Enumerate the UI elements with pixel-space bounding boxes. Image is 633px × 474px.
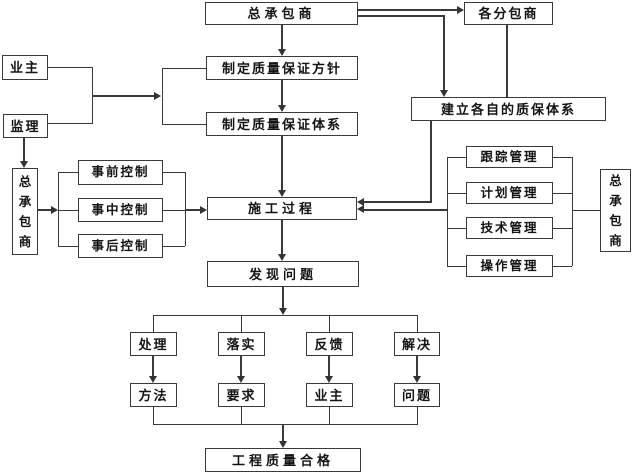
bracket-to-plan [447, 193, 466, 194]
connector-qa-to-process [363, 201, 432, 203]
bracket-to-operation [447, 266, 466, 267]
node-implement: 落实 [218, 332, 265, 356]
connector-gc-to-qa-vertical [443, 15, 445, 91]
connector-gc-to-subcontractors [358, 9, 458, 11]
node-tracking-management: 跟踪管理 [466, 146, 553, 168]
connector-problem-to-branch [282, 287, 284, 310]
connector-operation-right [553, 266, 572, 267]
arrowhead-down [278, 49, 286, 56]
node-owner-bottom: 业主 [306, 383, 353, 407]
connector-management-to-process [363, 209, 447, 211]
connector-gc-to-qa-horizontal [358, 15, 445, 17]
arrowhead-right [200, 206, 207, 214]
collector-line [153, 424, 418, 425]
arrowhead-down [325, 376, 333, 383]
drop-to-handle [153, 315, 154, 332]
connector-policy-to-system [281, 80, 283, 107]
arrowhead-down [278, 254, 286, 261]
bracket-controls-left [58, 172, 59, 246]
connector-post-control-right [163, 246, 185, 247]
connector-tracking-right [553, 157, 572, 158]
arrowhead-right [51, 206, 58, 214]
arrowhead-left [357, 205, 364, 213]
arrowhead-down [20, 161, 28, 168]
connector-qa-system-down [430, 121, 432, 202]
arrowhead-down [279, 441, 287, 448]
bracket-management-right [572, 157, 573, 266]
arrowhead-down [149, 376, 157, 383]
bracket-to-system [162, 124, 206, 125]
connector-supervisor-right [48, 123, 92, 124]
arrowhead-down [413, 376, 421, 383]
arrowhead-down [440, 90, 448, 97]
connector-controls-to-process [185, 209, 201, 211]
connector-mid-control-right [163, 210, 185, 211]
bracket-to-tracking [447, 157, 466, 158]
arrowhead-down [237, 376, 245, 383]
node-general-contractor-right: 总 承 包 商 [600, 169, 631, 252]
arrowhead-right [154, 92, 161, 100]
node-mid-control: 事中控制 [78, 198, 163, 222]
node-quality-policy: 制定质量保证方针 [206, 56, 358, 80]
riser-from-owner [329, 407, 330, 424]
connector-supervisor-to-gc-left [23, 138, 25, 163]
node-technical-management: 技术管理 [466, 217, 553, 239]
connector-technical-right [553, 228, 572, 229]
node-requirement: 要求 [218, 383, 265, 407]
node-plan-management: 计划管理 [466, 182, 553, 204]
riser-from-method [153, 407, 154, 424]
drop-to-feedback [329, 315, 330, 332]
node-quality-system: 制定质量保证体系 [206, 112, 358, 136]
node-general-contractor-top: 总承包商 [205, 2, 358, 25]
arrowhead-down [278, 105, 286, 112]
connector-bracket-to-gc-right [572, 210, 600, 211]
connector-to-quality-pass [282, 424, 284, 443]
bracket-to-mid-control [58, 210, 78, 211]
node-feedback: 反馈 [306, 332, 353, 356]
node-method: 方法 [130, 383, 177, 407]
node-construction-process: 施工过程 [207, 197, 357, 220]
connector-process-to-problem [281, 220, 283, 256]
node-post-control: 事后控制 [78, 234, 163, 258]
connector-pre-control-right [163, 172, 185, 173]
node-own-qa-system: 建立各自的质保体系 [411, 97, 606, 121]
arrowhead-left [357, 198, 364, 206]
node-pre-control: 事前控制 [78, 160, 163, 185]
node-solve: 解决 [394, 332, 440, 356]
bracket-policy-system [162, 68, 163, 125]
node-general-contractor-left: 总 承 包 商 [12, 168, 38, 255]
node-subcontractors: 各分包商 [464, 2, 553, 25]
connector-feedback-to-owner [328, 356, 330, 378]
connector-implement-to-requirement [240, 356, 242, 378]
bracket-to-post-control [58, 246, 78, 247]
bracket-to-technical [447, 228, 466, 229]
bracket-to-policy [162, 68, 206, 69]
bracket-management-left [447, 157, 448, 266]
riser-from-problem [417, 407, 418, 424]
connector-plan-right [553, 193, 572, 194]
connector-gc-left-to-controls [38, 209, 53, 211]
node-handle: 处理 [130, 332, 177, 356]
connector-gc-to-policy [281, 25, 283, 51]
connector-handle-to-method [152, 356, 154, 378]
arrowhead-down [279, 308, 287, 315]
riser-from-requirement [241, 407, 242, 424]
connector-system-to-process [281, 136, 283, 192]
arrowhead-right [457, 6, 464, 14]
arrowhead-down [278, 190, 286, 197]
node-project-quality-pass: 工程质量合格 [205, 448, 361, 472]
connector-to-policy-bracket [92, 95, 155, 97]
node-supervisor: 监理 [3, 114, 48, 138]
bracket-to-pre-control [58, 172, 78, 173]
node-operation-management: 操作管理 [466, 255, 553, 277]
node-problem-found: 发现问题 [207, 261, 359, 287]
connector-subcontractors-to-qa [506, 25, 508, 97]
drop-to-solve [417, 315, 418, 332]
node-owner: 业主 [2, 55, 48, 80]
connector-owner-right [48, 67, 92, 68]
node-problem: 问题 [394, 383, 440, 407]
drop-to-implement [241, 315, 242, 332]
distribution-line [153, 315, 418, 316]
connector-solve-to-problem [416, 356, 418, 378]
